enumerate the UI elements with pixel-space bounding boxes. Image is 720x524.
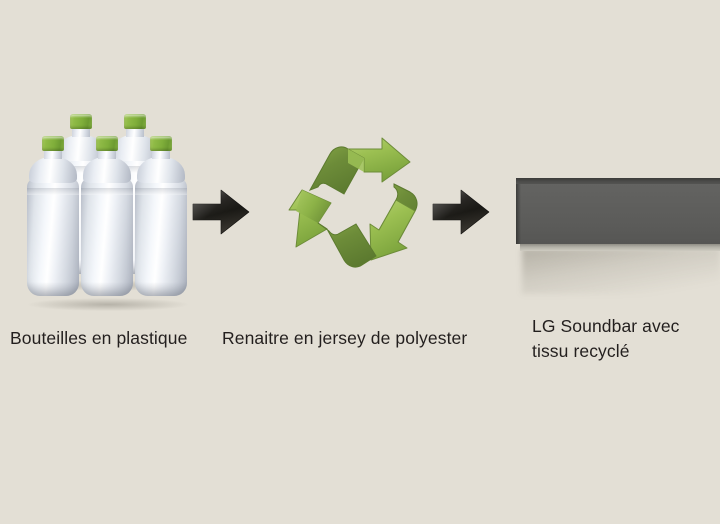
recycling-symbol-icon xyxy=(278,132,426,280)
soundbar-front-face xyxy=(516,184,720,244)
bottle-cap-icon xyxy=(70,114,92,129)
right-arrow-icon xyxy=(430,184,492,240)
bottle-shoulder xyxy=(29,157,77,183)
lg-soundbar-illustration xyxy=(516,178,720,252)
bottle-body xyxy=(135,178,187,296)
bottle-neck xyxy=(44,149,62,159)
bottle-cap-icon xyxy=(124,114,146,129)
bottle-cap-icon xyxy=(42,136,64,151)
bottle-body xyxy=(81,178,133,296)
soundbar-top-edge xyxy=(516,178,720,184)
bottle-neck xyxy=(152,149,170,159)
step-caption-soundbar: LG Soundbar avec tissu recyclé xyxy=(532,316,680,361)
bottle-shoulder xyxy=(83,157,131,183)
bottle-neck xyxy=(98,149,116,159)
bottle-neck xyxy=(126,127,144,137)
step-caption-bottles: Bouteilles en plastique xyxy=(10,328,188,348)
soundbar-bottom-edge xyxy=(520,244,720,251)
bottle-cap-icon xyxy=(96,136,118,151)
plastic-bottles-illustration xyxy=(22,112,194,311)
bottle-cap-icon xyxy=(150,136,172,151)
bottle-neck xyxy=(72,127,90,137)
right-arrow-icon xyxy=(190,184,252,240)
soundbar-shadow xyxy=(522,248,720,294)
bottle-body xyxy=(27,178,79,296)
bottle-shoulder xyxy=(137,157,185,183)
step-caption-recycle: Renaitre en jersey de polyester xyxy=(222,328,468,348)
bottle-shadow xyxy=(28,298,188,311)
